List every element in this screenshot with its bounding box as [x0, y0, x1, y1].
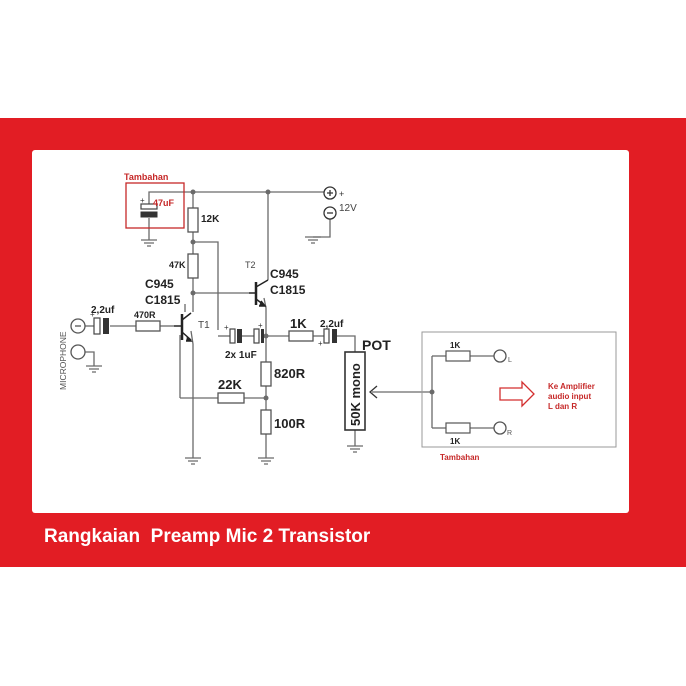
r-1k-label: 1K — [290, 316, 307, 331]
t2-type-c945: C945 — [270, 267, 299, 281]
output-jack-right-icon — [493, 421, 507, 435]
tambahan-top-label: Tambahan — [124, 172, 168, 182]
output-jack-left-icon — [493, 349, 507, 363]
resistor-1k-left — [445, 350, 471, 362]
transistor-t1 — [174, 312, 193, 342]
wires — [85, 191, 494, 458]
resistor-12k — [187, 207, 199, 233]
t2-type-c1815: C1815 — [270, 283, 306, 297]
t1-type-c1815: C1815 — [145, 293, 181, 307]
t1-label: T1 — [198, 320, 210, 331]
svg-text:+: + — [318, 339, 323, 348]
r-12k-label: 12K — [201, 214, 220, 225]
resistor-1k-right — [445, 422, 471, 434]
tambahan-top-box — [125, 182, 185, 229]
capacitor-output-2-2uf: + — [318, 328, 337, 348]
caps-2x-label: 2x 1uF — [225, 350, 257, 361]
r-1k-bot-label: 1K — [450, 437, 460, 446]
ground-icon — [305, 236, 321, 244]
svg-text:+: + — [90, 310, 95, 319]
capacitor-1uf-a: + — [224, 323, 242, 344]
pot-wiper-arrow-icon — [369, 385, 378, 399]
resistor-22k — [217, 392, 245, 404]
cap-47uf-label: 47uF — [153, 198, 175, 208]
amp-label-line2: audio input — [548, 392, 591, 401]
pot-value-label: 50K mono — [348, 363, 363, 426]
junction-dots — [190, 189, 435, 401]
diagram-caption: Rangkaian Preamp Mic 2 Transistor — [44, 526, 371, 547]
jack-l-label: L — [508, 357, 512, 364]
supply-12v-label: 12V — [339, 203, 357, 214]
battery-12v-icon — [323, 186, 337, 220]
ground-icon — [141, 239, 157, 247]
cap-input-label: 2,2uf — [91, 305, 115, 316]
resistor-1k — [288, 330, 314, 342]
potentiometer-50k — [344, 351, 366, 431]
capacitor-input-2-2uf: + — [90, 310, 109, 335]
jack-r-label: R — [507, 430, 512, 437]
arrow-right-icon — [499, 380, 535, 408]
r-22k-label: 22K — [218, 377, 242, 392]
t1-type-c945: C945 — [145, 277, 174, 291]
t2-label: T2 — [245, 260, 256, 270]
r-470r-label: 470R — [134, 310, 156, 320]
resistor-820r — [260, 361, 272, 387]
svg-text:+: + — [140, 196, 145, 205]
microphone-label: MICROPHONE — [58, 331, 68, 390]
microphone-jack-icon — [70, 318, 86, 360]
r-1k-top-label: 1K — [450, 341, 460, 350]
pot-label: POT — [362, 337, 391, 353]
resistor-470r — [135, 320, 161, 332]
ground-icon — [258, 457, 274, 465]
svg-text:+: + — [339, 189, 344, 199]
resistor-47k — [187, 253, 199, 279]
resistor-100r — [260, 409, 272, 435]
transistor-t2 — [249, 279, 269, 307]
ground-icon — [185, 457, 201, 465]
svg-text:+: + — [224, 323, 229, 332]
tambahan-bottom-label: Tambahan — [440, 453, 480, 462]
cap-output-label: 2,2uf — [320, 319, 344, 330]
tambahan-output-box — [421, 331, 617, 448]
r-820r-label: 820R — [274, 366, 306, 381]
svg-text:+: + — [258, 321, 263, 330]
capacitor-1uf-b: + — [253, 321, 264, 344]
r-47k-label: 47K — [169, 260, 186, 270]
ground-icon — [86, 365, 102, 373]
ground-icon — [347, 445, 363, 453]
amp-label-line3: L dan R — [548, 402, 577, 411]
r-100r-label: 100R — [274, 416, 306, 431]
amp-label-line1: Ke Amplifier — [548, 382, 595, 391]
capacitor-47uf: + — [140, 196, 158, 218]
